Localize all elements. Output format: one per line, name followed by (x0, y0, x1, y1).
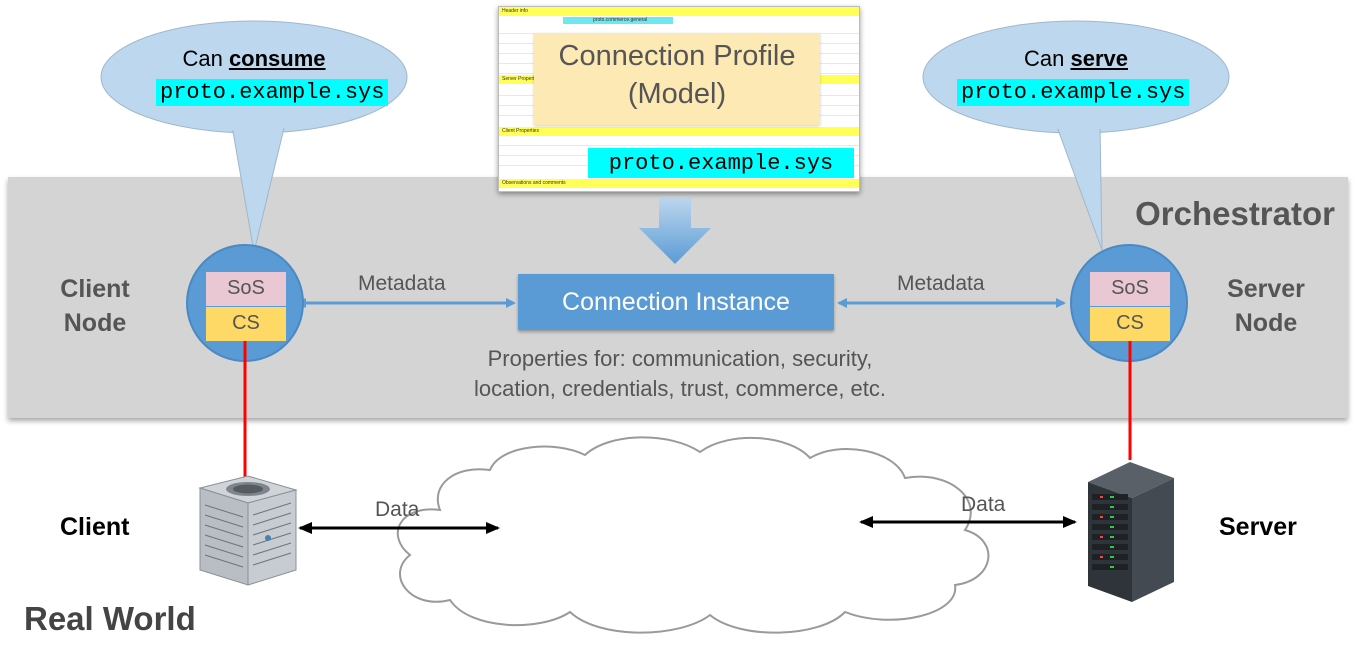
doc-section-server-label: Server Properties (502, 76, 541, 82)
orchestrator-title: Orchestrator (1135, 195, 1335, 232)
doc-row (499, 137, 859, 146)
server-bubble-verb: serve (1070, 46, 1128, 71)
profile-title-line2: (Model) (627, 78, 727, 110)
doc-section-observations-label: Observations and comments (502, 180, 566, 186)
server-bubble-caption: Can serve (976, 46, 1176, 72)
server-node-label: Server Node (1211, 272, 1321, 340)
client-node-label-line1: Client (60, 275, 130, 303)
server-label: Server (1219, 513, 1297, 541)
client-bubble-code-wrap: proto.example.sys (156, 79, 389, 106)
data-label-right: Data (961, 493, 1006, 516)
client-device-icon (198, 475, 298, 586)
server-cs-tab: CS (1090, 307, 1170, 341)
down-arrow-icon (639, 198, 711, 264)
doc-section-header-label: Header info (502, 8, 528, 14)
client-bubble-verb: consume (228, 46, 326, 71)
doc-section-client: Client Properties (499, 127, 859, 136)
doc-header-value-cell: proto.commerce.general (563, 17, 673, 24)
client-cs-tab: CS (206, 307, 286, 341)
doc-section-client-label: Client Properties (502, 128, 539, 134)
metadata-label-right: Metadata (897, 272, 985, 295)
server-bubble-code-wrap: proto.example.sys (957, 79, 1190, 106)
server-node-label-line1: Server (1227, 275, 1305, 303)
server-bubble-prefix: Can (1024, 46, 1071, 71)
client-sos-tab: SoS (206, 272, 286, 306)
client-bubble-prefix: Can (182, 46, 229, 71)
client-node-label-line2: Node (63, 309, 127, 337)
connection-profile-card: Connection Profile (Model) (534, 33, 820, 125)
client-bubble-system-name: proto.example.sys (156, 79, 389, 106)
data-label-left: Data (375, 498, 420, 521)
client-node-label: Client Node (40, 272, 150, 340)
connection-instance-box: Connection Instance (518, 274, 834, 330)
network-cloud (396, 436, 990, 634)
metadata-label-left: Metadata (358, 272, 446, 295)
doc-section-header: Header info (499, 7, 859, 16)
server-bubble-system-name: proto.example.sys (957, 79, 1190, 106)
server-node-label-line2: Node (1234, 309, 1298, 337)
doc-header-value: proto.commerce.general (593, 17, 648, 23)
doc-section-observations: Observations and comments (499, 179, 859, 188)
properties-line2: location, credentials, trust, commerce, … (473, 376, 887, 401)
client-bubble-caption: Can consume (154, 46, 354, 72)
server-device-icon (1088, 462, 1174, 602)
real-world-title: Real World (24, 600, 196, 637)
properties-description: Properties for: communication, security,… (380, 344, 980, 404)
client-label: Client (60, 513, 130, 541)
profile-system-name: proto.example.sys (588, 148, 854, 178)
properties-line1: Properties for: communication, security, (487, 346, 873, 371)
server-sos-tab: SoS (1090, 272, 1170, 306)
profile-title-line1: Connection Profile (558, 40, 796, 72)
